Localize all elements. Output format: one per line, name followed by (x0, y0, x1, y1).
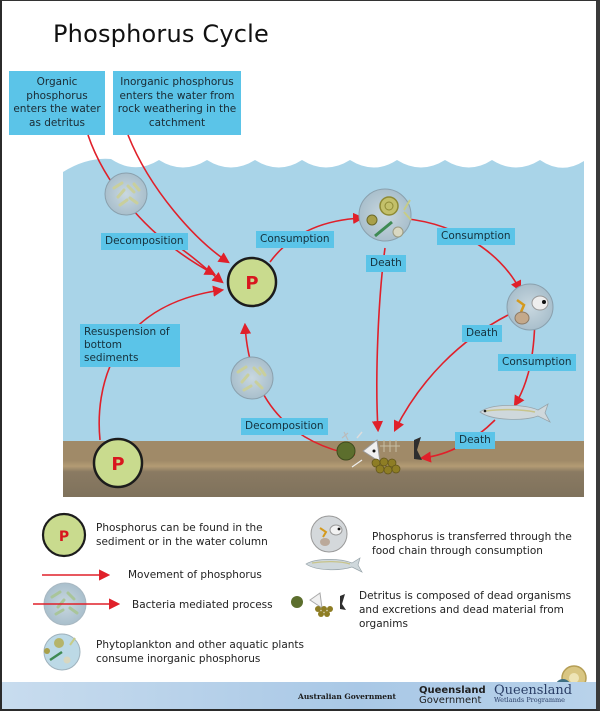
label-consumption-1: Consumption (256, 231, 334, 248)
label-death-3: Death (455, 432, 495, 449)
svg-text:P: P (111, 454, 124, 475)
arrow-consumption-1 (269, 212, 365, 263)
legend-text-detritus: Detritus is composed of dead organisms a… (359, 590, 572, 630)
phosphorus-water-node: P (226, 256, 278, 308)
legend-text-phosphorus: Phosphorus can be found in the sediment … (96, 522, 268, 548)
label-death-2: Death (462, 325, 502, 342)
phytoplankton-icon (358, 188, 412, 242)
phosphorus-sediment-node: P (92, 437, 144, 489)
sediment-layer (63, 441, 584, 497)
legend-phosphorus-circle-icon: P (41, 512, 87, 558)
label-decomposition-top: Decomposition (101, 233, 188, 250)
fish-icon (479, 403, 551, 423)
arrow-death-2 (393, 314, 509, 433)
legend-bacteria-arrow-icon (33, 582, 121, 626)
organic-source-box: Organic phosphorus enters the water as d… (9, 71, 105, 135)
svg-text:P: P (245, 273, 258, 294)
legend-food-chain-icon (305, 515, 363, 573)
legend-text-movement: Movement of phosphorus (128, 569, 262, 581)
arrow-inorganic-to-p (127, 134, 230, 264)
label-resuspension: Resuspension of bottom sediments (80, 324, 180, 367)
bacteria-icon-bottom (230, 356, 274, 400)
label-decomposition-bottom: Decomposition (241, 418, 328, 435)
zooplankton-icon (506, 283, 554, 331)
inorganic-source-box: Inorganic phosphorus enters the water fr… (113, 71, 241, 135)
australian-government-text: Australian Government (298, 692, 396, 701)
label-consumption-2: Consumption (437, 228, 515, 245)
legend-text-food-chain: Phosphorus is transferred through the fo… (372, 531, 572, 557)
legend-detritus-icon (291, 592, 346, 617)
label-consumption-3: Consumption (498, 354, 576, 371)
queensland-government-line2: Government (419, 695, 482, 706)
queensland-wetlands-line1: Queensland (494, 683, 573, 698)
footer-bar (2, 682, 596, 709)
detritus-icon (336, 431, 422, 475)
legend-text-bacteria: Bacteria mediated process (132, 599, 273, 611)
queensland-government-text: Queensland Government (419, 686, 486, 706)
svg-text:P: P (59, 529, 69, 545)
legend-text-phytoplankton: Phytoplankton and other aquatic plants c… (96, 639, 305, 665)
label-death-1: Death (366, 255, 406, 272)
queensland-wetlands-line2: Wetlands Programme (494, 696, 566, 704)
queensland-government-line1: Queensland (419, 685, 486, 696)
bacteria-icon-top (104, 172, 148, 216)
queensland-wetlands-text: Queensland Wetlands Programme (494, 683, 572, 704)
arrow-decomposition-top (179, 247, 224, 284)
diagram-title: Phosphorus Cycle (53, 20, 270, 48)
legend-phytoplankton-icon (43, 633, 81, 671)
